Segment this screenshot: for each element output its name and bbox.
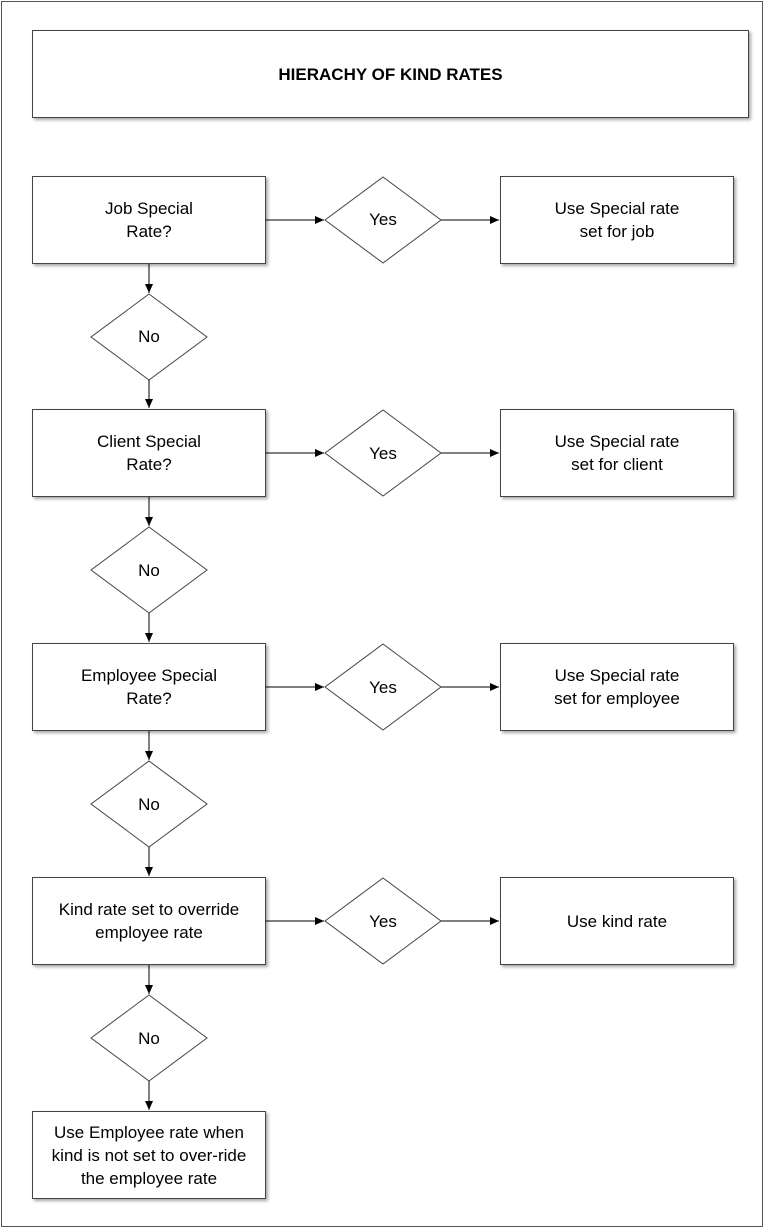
question-label: Job Special Rate? (105, 199, 193, 241)
yes-diamond (324, 877, 442, 965)
result-label: Use kind rate (566, 911, 668, 931)
question-label: Kind rate set to override employee rate (58, 900, 240, 942)
yes-label: Yes (369, 444, 397, 463)
result-box-client-rate: Use Special rate set for client (500, 409, 734, 497)
question-box-client-special-rate: Client Special Rate? (32, 409, 266, 497)
final-box-employee-rate: Use Employee rate when kind is not set t… (32, 1111, 266, 1199)
question-label: Client Special Rate? (97, 432, 201, 474)
result-box-employee-rate: Use Special rate set for employee (500, 643, 734, 731)
yes-diamond (324, 643, 442, 731)
no-label: No (138, 795, 160, 814)
yes-diamond (324, 176, 442, 264)
no-label: No (138, 1029, 160, 1048)
result-label: Use Special rate set for employee (554, 666, 680, 708)
result-label: Use Special rate set for client (554, 432, 680, 474)
result-box-job-rate: Use Special rate set for job (500, 176, 734, 264)
yes-diamond (324, 409, 442, 497)
result-label: Use Special rate set for job (554, 199, 680, 241)
question-box-kind-override: Kind rate set to override employee rate (32, 877, 266, 965)
no-label: No (138, 327, 160, 346)
title-box: HIERACHY OF KIND RATES (32, 30, 749, 118)
yes-label: Yes (369, 678, 397, 697)
yes-label: Yes (369, 210, 397, 229)
no-label: No (138, 561, 160, 580)
question-box-employee-special-rate: Employee Special Rate? (32, 643, 266, 731)
page-title: HIERACHY OF KIND RATES (278, 64, 503, 84)
result-box-kind-rate: Use kind rate (500, 877, 734, 965)
question-label: Employee Special Rate? (80, 666, 218, 708)
yes-label: Yes (369, 912, 397, 931)
question-box-job-special-rate: Job Special Rate? (32, 176, 266, 264)
final-label: Use Employee rate when kind is not set t… (51, 1122, 247, 1188)
